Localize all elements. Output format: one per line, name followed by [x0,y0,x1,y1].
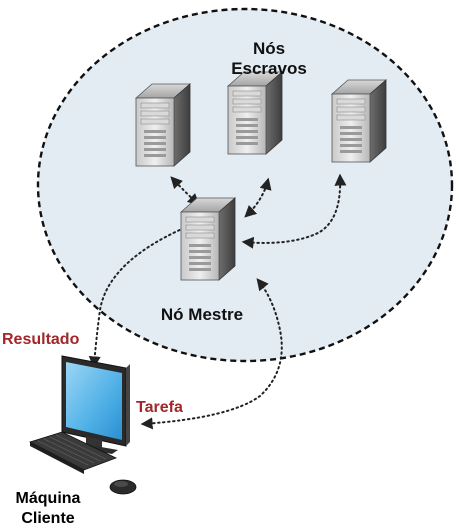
link-master-slave-3 [241,173,347,249]
result-label: Resultado [2,331,80,348]
master-label: Nó Mestre [160,305,244,324]
slave-server-3-icon [331,79,387,163]
slave-server-2-icon [227,71,283,155]
task-label: Tarefa [136,399,183,416]
slave-server-1-icon [135,83,191,167]
client-label: Máquina Cliente [0,489,96,529]
master-server-icon [180,197,236,281]
connectors [88,173,347,430]
client-label-line1: Máquina [15,490,81,507]
client-computer-icon [28,355,137,495]
client-label-line2: Cliente [21,510,75,527]
link-task [140,278,283,430]
